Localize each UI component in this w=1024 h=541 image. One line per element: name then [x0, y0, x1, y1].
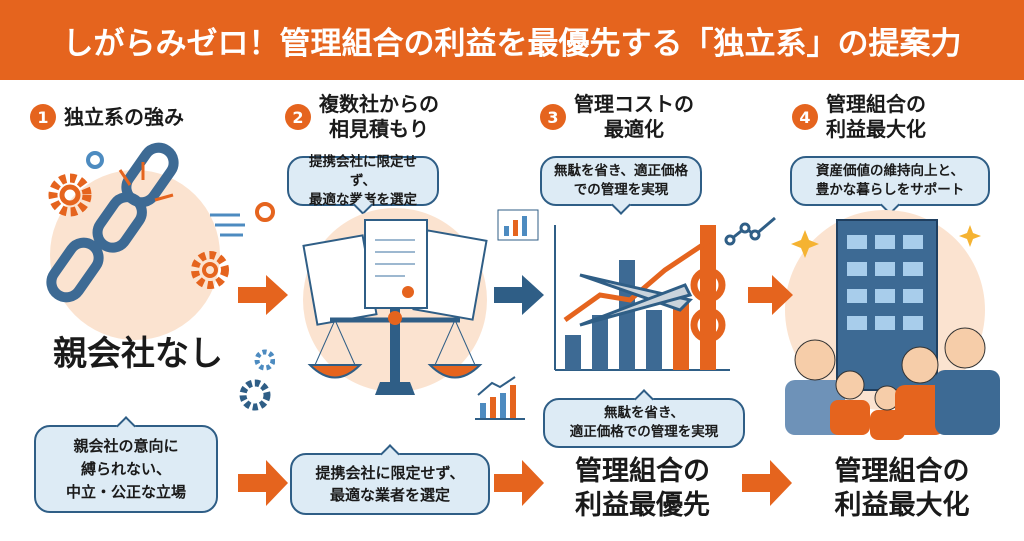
title-banner: しがらみゼロ！管理組合の利益を最優先する「独立系」の提案力 [0, 0, 1024, 80]
gear-icon [239, 349, 275, 411]
arrow-right-icon [494, 460, 544, 506]
cost-chart-scissors-illustration [497, 209, 776, 371]
step-3-header: 3 管理コストの最適化 [540, 92, 694, 142]
document-icon [302, 219, 488, 326]
step-4-header: 4 管理組合の利益最大化 [792, 92, 926, 142]
gear-icon [255, 202, 275, 222]
bubble-cost-optimization: 無駄を省き、適正価格での管理を実現 [543, 398, 745, 448]
arrow-right-icon [494, 275, 544, 315]
gear-icon [191, 251, 229, 289]
step-number: 1 [30, 104, 56, 130]
mini-chart-icon [497, 209, 539, 241]
gear-icon [48, 173, 92, 217]
step-number: 4 [792, 104, 818, 130]
arrow-right-icon [742, 460, 792, 506]
step-number: 3 [540, 104, 566, 130]
no-parent-company-caption: 親会社なし [53, 334, 223, 374]
step-1-header: 1 独立系の強み [30, 104, 184, 130]
growth-chart-icon [475, 376, 525, 420]
bubble-neutral-stance: 親会社の意向に縛られない、中立・公正な立場 [34, 425, 218, 513]
gear-icon [86, 151, 104, 169]
step-2-header: 2 複数社からの相見積もり [285, 92, 439, 142]
documents-scale-illustration [302, 208, 488, 395]
bubble-step2: 提携会社に限定せず、最適な業者を選定 [287, 154, 439, 208]
sparkle-icon [791, 225, 981, 258]
step-title: 管理組合の利益最大化 [826, 92, 926, 141]
page-title: しがらみゼロ！管理組合の利益を最優先する「独立系」の提案力 [62, 25, 962, 62]
step-number: 2 [285, 104, 311, 130]
scissors-icon [579, 267, 726, 343]
peach-circle [50, 170, 220, 340]
step-title: 管理コストの最適化 [574, 92, 694, 141]
bubble-step4: 資産価値の維持向上と、豊かな暮らしをサポート [790, 156, 990, 206]
building-family-illustration [785, 210, 1000, 440]
trend-icon [724, 216, 776, 246]
result-maximize-text: 管理組合の利益最大化 [834, 456, 970, 521]
result-priority-text: 管理組合の利益最優先 [575, 456, 710, 521]
chain-icon [46, 142, 179, 303]
scale-icon [307, 308, 483, 395]
family-icon [785, 327, 1000, 440]
bubble-vendor-selection: 提携会社に限定せず、最適な業者を選定 [290, 453, 490, 515]
broken-chain-illustration [46, 142, 275, 340]
step-title: 独立系の強み [64, 104, 184, 129]
step-title: 複数社からの相見積もり [319, 92, 439, 141]
bubble-step3: 無駄を省き、適正価格での管理を実現 [540, 156, 702, 206]
arrow-right-icon [748, 275, 793, 315]
arrow-right-icon [238, 275, 288, 315]
arrow-right-icon [238, 460, 288, 506]
